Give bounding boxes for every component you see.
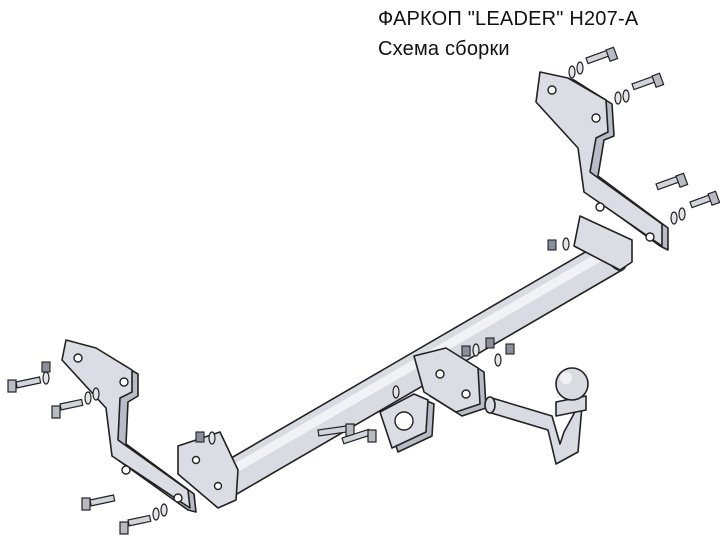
- product-title: ФАРКОП "LEADER" H207-A: [378, 8, 639, 30]
- bolt-set-top-right-2: [614, 72, 665, 105]
- left-mounting-bracket: [61, 339, 197, 513]
- bolt-set-top-right-1: [568, 46, 619, 79]
- bolt-set-left-low-2: [119, 503, 168, 535]
- socket-plate: [379, 393, 435, 453]
- cross-tube: [177, 215, 633, 509]
- center-nuts: [461, 337, 515, 367]
- bolt-set-left-low-1: [81, 494, 116, 511]
- center-bolts: [317, 385, 400, 445]
- fasteners: [7, 46, 720, 535]
- diagram-title: ФАРКОП "LEADER" H207-A Схема сборки: [378, 4, 720, 64]
- assembly-scheme-label: Схема сборки: [378, 38, 510, 60]
- bolt-set-right-low-2: [670, 190, 720, 225]
- bolt-set-left-1: [7, 361, 51, 393]
- tow-ball-arm: [484, 367, 589, 465]
- tube-end-nuts: [195, 237, 570, 445]
- bolt-set-left-2: [51, 387, 100, 419]
- right-mounting-bracket: [535, 71, 669, 251]
- center-mounting-bracket: [413, 347, 487, 417]
- bolt-set-right-low-1: [655, 172, 689, 191]
